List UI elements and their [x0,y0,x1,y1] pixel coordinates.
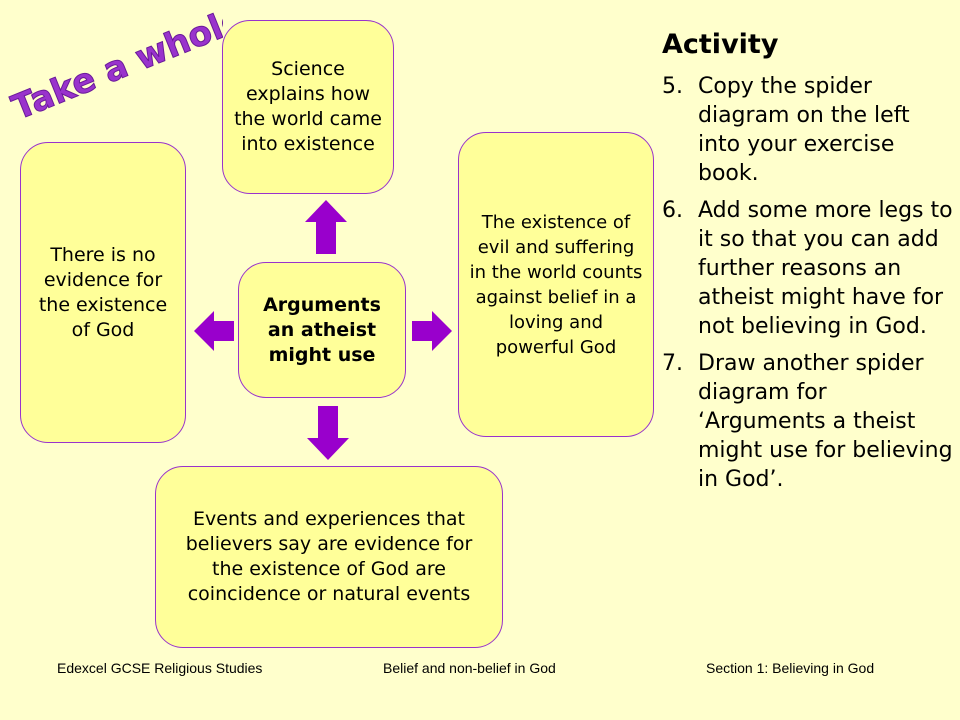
activity-item: 5. Copy the spider diagram on the left i… [662,72,958,188]
right-argument-box: The existence of evil and suffering in t… [458,132,654,437]
take-a-whole-page-stamp: Take a whole page! [8,8,223,128]
left-argument-box: There is no evidence for the existence o… [20,142,186,443]
activity-item-number: 6. [662,198,683,223]
activity-item-text: Add some more legs to it so that you can… [698,198,953,339]
top-argument-text: Science explains how the world came into… [234,58,382,155]
center-topic-text: Arguments an atheist might use [263,293,381,366]
activity-item-number: 7. [662,351,683,376]
center-topic-box: Arguments an atheist might use [238,262,406,398]
right-argument-text: The existence of evil and suffering in t… [469,211,643,358]
arrow-right [412,311,452,351]
activity-item-number: 5. [662,74,683,99]
activity-item-text: Copy the spider diagram on the left into… [698,74,910,186]
footer-center: Belief and non-belief in God [383,660,556,676]
arrow-left [194,311,234,351]
activity-item-text: Draw another spider diagram for ‘Argumen… [698,351,953,492]
left-argument-text: There is no evidence for the existence o… [38,243,168,341]
activity-item: 6. Add some more legs to it so that you … [662,196,958,341]
activity-list: 5. Copy the spider diagram on the left i… [662,72,958,494]
bottom-argument-text: Events and experiences that believers sa… [185,508,473,605]
arrow-up [305,200,347,254]
footer-left: Edexcel GCSE Religious Studies [57,660,263,676]
top-argument-box: Science explains how the world came into… [222,20,394,194]
activity-title: Activity [662,29,779,60]
arrow-down [307,406,349,460]
footer-right: Section 1: Believing in God [706,660,875,676]
svg-text:Take a whole page!: Take a whole page! [8,8,223,128]
activity-panel: Activity 5. Copy the spider diagram on t… [662,28,958,502]
bottom-argument-box: Events and experiences that believers sa… [155,466,503,648]
activity-item: 7. Draw another spider diagram for ‘Argu… [662,349,958,494]
